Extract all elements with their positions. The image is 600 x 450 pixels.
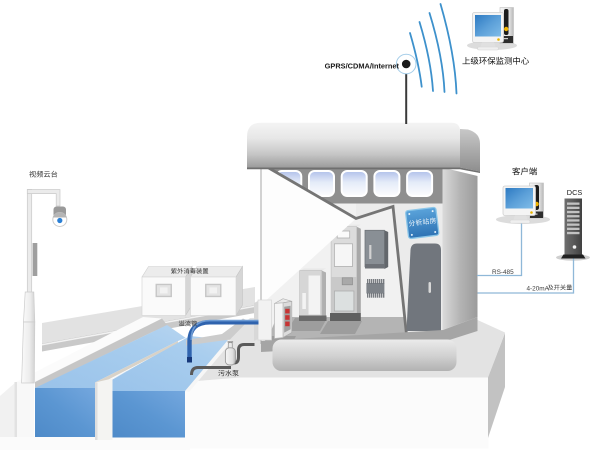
svg-text:4-20mA: 4-20mA <box>527 285 550 292</box>
svg-text:GPRS/CDMA/Internet: GPRS/CDMA/Internet <box>325 62 400 71</box>
svg-text:DCS: DCS <box>567 188 583 197</box>
svg-text:RS-485: RS-485 <box>492 269 514 276</box>
